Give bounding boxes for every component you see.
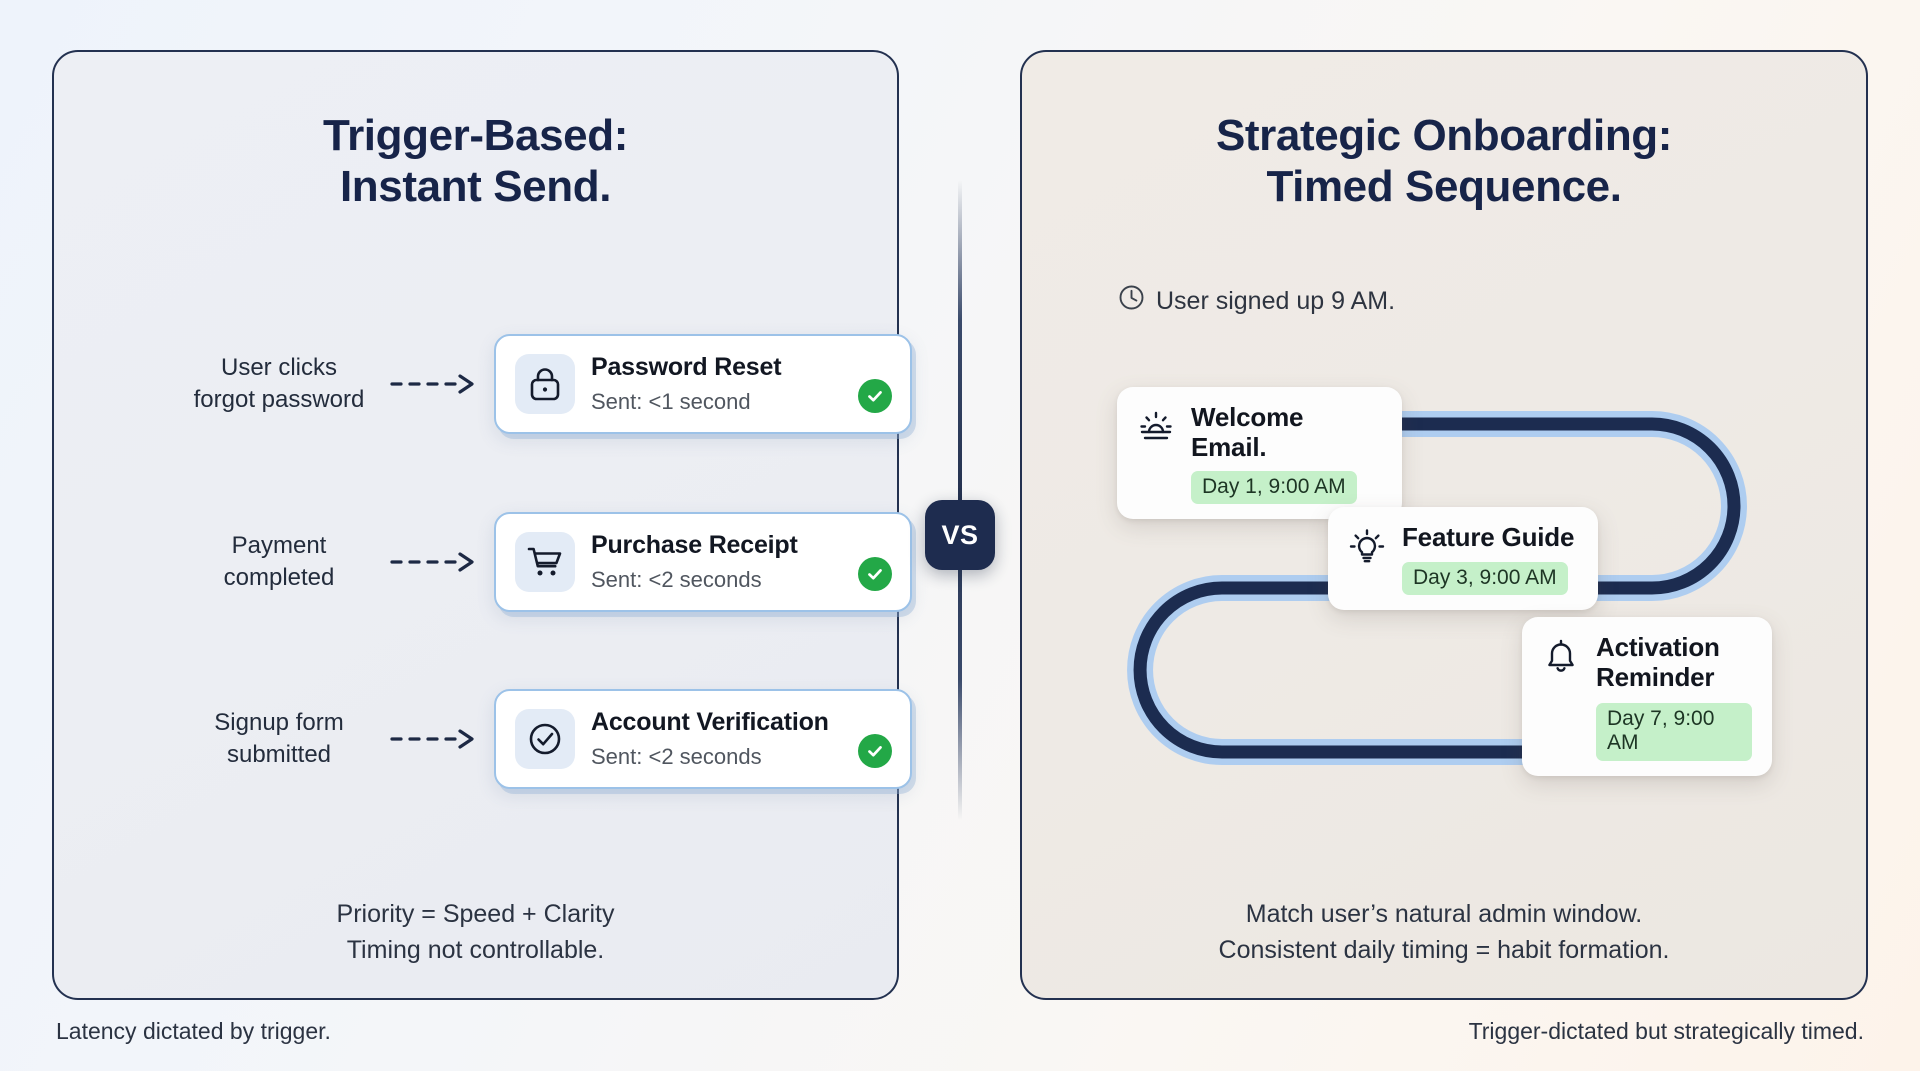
event-card-account-verification[interactable]: Account Verification Sent: <2 seconds	[494, 689, 912, 789]
sequence-card-badge: Day 1, 9:00 AM	[1191, 471, 1357, 505]
left-panel-title-line2: Instant Send.	[339, 162, 612, 212]
left-panel-footer-line2: Timing not controllable.	[346, 935, 605, 964]
event-card-title: Account Verification	[591, 708, 829, 736]
sequence-card-body: Activation Reminder Day 7, 9:00 AM	[1596, 632, 1752, 761]
sunrise-icon	[1134, 407, 1178, 447]
event-card-title: Purchase Receipt	[591, 531, 798, 559]
shopping-cart-icon	[515, 531, 575, 592]
event-card-status: Sent: <2 seconds	[591, 743, 762, 769]
left-panel-title: Trigger-Based: Instant Send.	[54, 110, 897, 213]
sequence-card-title: Welcome Email.	[1191, 402, 1304, 462]
sequence-card-title: Feature Guide	[1402, 522, 1575, 552]
trigger-label: User clicks forgot password	[174, 352, 384, 416]
sequence-card-badge-wrap: Day 1, 9:00 AM	[1191, 471, 1382, 505]
bell-icon	[1539, 637, 1583, 677]
trigger-row: Signup form submitted Account Verificat	[174, 689, 912, 789]
event-card-body: Password Reset Sent: <1 second	[591, 353, 850, 415]
event-card-body: Account Verification Sent: <2 seconds	[591, 708, 850, 770]
lock-icon	[515, 353, 575, 414]
sequence-card-title: Activation Reminder	[1596, 632, 1720, 692]
right-panel-title-line2: Timed Sequence.	[1266, 162, 1622, 212]
right-panel-title: Strategic Onboarding: Timed Sequence.	[1022, 110, 1866, 213]
right-panel-footer-line1: Match user’s natural admin window.	[1245, 900, 1643, 928]
sequence-card-feature-guide[interactable]: Feature Guide Day 3, 9:00 AM	[1328, 507, 1598, 610]
check-circle-outline-icon	[515, 708, 575, 769]
right-panel-strategic-onboarding: Strategic Onboarding: Timed Sequence. Us…	[1020, 50, 1868, 1000]
check-circle-icon	[858, 733, 892, 768]
vs-badge: VS	[925, 500, 995, 570]
trigger-label-line2: forgot password	[193, 385, 365, 413]
trigger-row: Payment completed	[174, 512, 912, 612]
sequence-card-body: Feature Guide Day 3, 9:00 AM	[1402, 522, 1575, 595]
sequence-card-badge: Day 7, 9:00 AM	[1596, 703, 1752, 761]
event-card-status: Sent: <1 second	[591, 388, 751, 414]
signup-note-text: User signed up 9 AM.	[1156, 286, 1396, 315]
trigger-row: User clicks forgot password	[174, 334, 912, 434]
event-card-password-reset[interactable]: Password Reset Sent: <1 second	[494, 334, 912, 434]
trigger-label-line2: completed	[223, 563, 335, 591]
left-panel-footer: Priority = Speed + Clarity Timing not co…	[54, 897, 897, 968]
left-caption: Latency dictated by trigger.	[56, 1018, 331, 1044]
clock-icon	[1118, 284, 1145, 318]
sequence-card-body: Welcome Email. Day 1, 9:00 AM	[1191, 402, 1382, 505]
event-card-body: Purchase Receipt Sent: <2 seconds	[591, 531, 850, 593]
trigger-label: Payment completed	[174, 530, 384, 594]
lightbulb-icon	[1345, 527, 1389, 567]
trigger-label-line1: User clicks	[220, 354, 337, 382]
dashed-arrow-icon	[390, 551, 486, 573]
signup-note: User signed up 9 AM.	[1118, 284, 1395, 318]
check-circle-icon	[858, 378, 892, 413]
right-panel-footer: Match user’s natural admin window. Consi…	[1022, 897, 1866, 968]
sequence-card-welcome-email[interactable]: Welcome Email. Day 1, 9:00 AM	[1117, 387, 1402, 520]
right-panel-title-line1: Strategic Onboarding:	[1215, 111, 1673, 160]
left-panel-trigger-based: Trigger-Based: Instant Send. User clicks…	[52, 50, 912, 1000]
check-circle-icon	[858, 556, 892, 591]
left-panel-footer-line1: Priority = Speed + Clarity	[336, 900, 615, 928]
right-panel-footer-line2: Consistent daily timing = habit formatio…	[1218, 935, 1670, 964]
trigger-label-line1: Signup form	[214, 709, 344, 737]
sequence-card-activation-reminder[interactable]: Activation Reminder Day 7, 9:00 AM	[1522, 617, 1772, 776]
trigger-label-line2: submitted	[226, 740, 332, 768]
trigger-label: Signup form submitted	[174, 707, 384, 771]
left-panel-title-line1: Trigger-Based:	[323, 111, 628, 160]
event-card-purchase-receipt[interactable]: Purchase Receipt Sent: <2 seconds	[494, 512, 912, 612]
event-card-status: Sent: <2 seconds	[591, 566, 762, 592]
event-card-title: Password Reset	[591, 353, 782, 381]
dashed-arrow-icon	[390, 373, 486, 395]
sequence-card-badge-wrap: Day 3, 9:00 AM	[1402, 561, 1574, 595]
sequence-card-badge: Day 3, 9:00 AM	[1402, 561, 1568, 595]
dashed-arrow-icon	[390, 728, 486, 750]
sequence-card-badge-wrap: Day 7, 9:00 AM	[1596, 703, 1752, 761]
trigger-label-line1: Payment	[231, 532, 327, 560]
right-caption: Trigger-dictated but strategically timed…	[1468, 1018, 1864, 1044]
